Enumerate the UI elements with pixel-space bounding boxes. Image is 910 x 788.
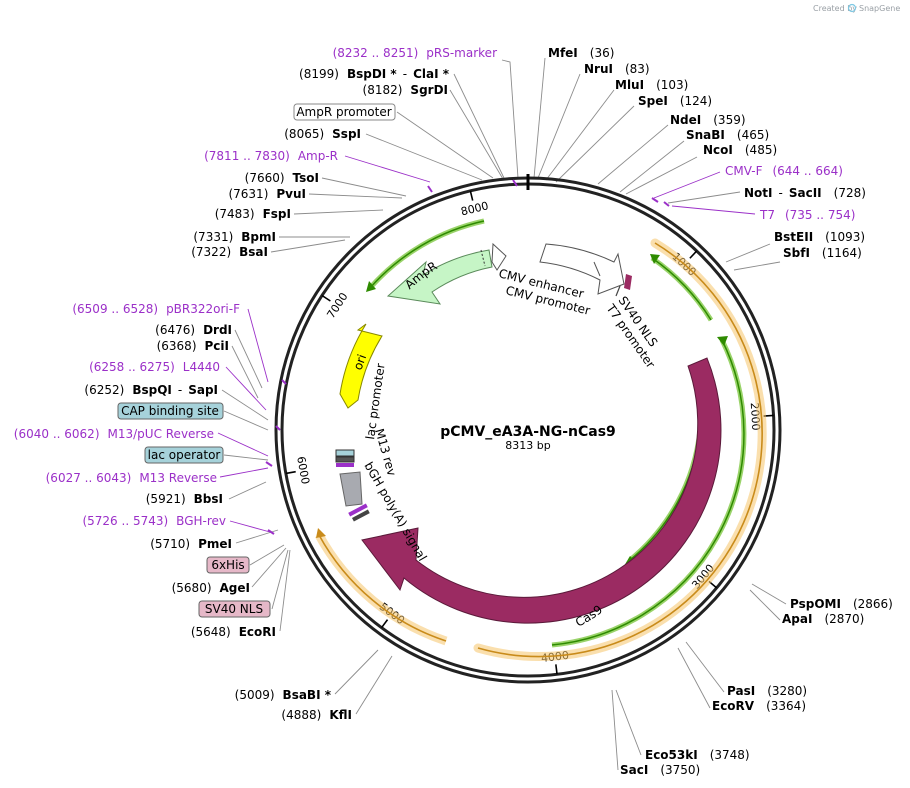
tick-label-7000: 7000 xyxy=(324,290,350,321)
cap-binding-box: CAP binding site xyxy=(117,402,224,420)
lac-operator-feature xyxy=(335,449,355,457)
ori-feature xyxy=(339,323,383,409)
orange-feature-arc-2-line xyxy=(318,534,447,642)
label-leader-lines xyxy=(217,57,787,771)
label-amp-r: (7811 .. 7830)Amp-R xyxy=(204,149,338,163)
label-spei: SpeI(124) xyxy=(638,94,712,108)
tick-label-8000: 8000 xyxy=(460,199,490,218)
label-sgrdi: (8182)SgrDI xyxy=(363,83,448,97)
label-cmvf: CMV-F(644 .. 664) xyxy=(725,164,843,178)
ampr-feature xyxy=(386,249,493,305)
brand-text: SnapGene xyxy=(859,4,900,13)
primer-marks xyxy=(265,179,670,535)
label-noti: NotI-SacII(728) xyxy=(744,186,866,200)
label-pcii: (6368)PciI xyxy=(157,339,229,353)
bgh-rev-feature xyxy=(348,503,368,517)
orange-feature-arc-line xyxy=(477,242,763,658)
label-pvui: (7631)PvuI xyxy=(228,187,306,201)
label-bbsi: (5921)BbsI xyxy=(146,492,223,506)
label-nrui: NruI(83) xyxy=(584,62,650,76)
label-mlui: MluI(103) xyxy=(615,78,688,92)
tick-mark-8000 xyxy=(469,190,474,201)
green-arrowhead-b xyxy=(717,336,728,346)
label-pbr322ori: (6509 .. 6528)pBR322ori-F xyxy=(72,302,240,316)
label-bspqi: (6252)BspQI-SapI xyxy=(84,383,218,397)
label-l4440: (6258 .. 6275)L4440 xyxy=(89,360,220,374)
cas9-feature xyxy=(361,357,722,624)
label-tsoi: (7660)TsoI xyxy=(245,171,319,185)
green-arc-a-line xyxy=(651,257,712,321)
tick-mark-7000 xyxy=(321,294,331,302)
snapgene-logo-icon xyxy=(847,3,857,13)
label-bsai: (7322)BsaI xyxy=(191,245,268,259)
label-bghrev: (5726 .. 5743)BGH-rev xyxy=(82,514,226,528)
left-labels: (8232 .. 8251)pRS-marker (8199)BspDI *-C… xyxy=(14,46,497,722)
ampr-promoter-box: AmpR promoter xyxy=(293,103,396,121)
sv40-nls-feature xyxy=(624,274,632,290)
label-saci: SacI(3750) xyxy=(620,763,700,777)
m13-feature xyxy=(336,463,354,467)
ampr-promoter-feature xyxy=(491,242,507,271)
bgh-feature xyxy=(339,471,363,507)
label-eco53ki: Eco53kI(3748) xyxy=(645,748,750,762)
label-m13puc: (6040 .. 6062)M13/pUC Reverse xyxy=(14,427,214,441)
label-sbfi: SbfI(1164) xyxy=(783,246,862,260)
label-mfei: MfeI(36) xyxy=(548,46,614,60)
label-pmei: (5710)PmeI xyxy=(150,537,232,551)
label-bsabi: (5009)BsaBI * xyxy=(235,688,332,702)
label-pasi: PasI(3280) xyxy=(727,684,807,698)
tick-mark-5000 xyxy=(380,619,389,629)
green-arc-d-line xyxy=(369,220,485,289)
label-bsteii: BstEII(1093) xyxy=(774,230,865,244)
right-labels: MfeI(36) NruI(83) MluI(103) SpeI(124) Nd… xyxy=(548,46,893,777)
label-ecorv: EcoRV(3364) xyxy=(712,699,806,713)
svg-text:SV40 NLS: SV40 NLS xyxy=(205,602,263,616)
label-m13rev: (6027 .. 6043)M13 Reverse xyxy=(46,471,217,485)
svg-text:6xHis: 6xHis xyxy=(211,558,244,572)
credit-text: Created by xyxy=(813,4,857,13)
label-apai: ApaI(2870) xyxy=(782,612,864,626)
green-arrowhead-a xyxy=(650,254,660,264)
label-prs-marker: (8232 .. 8251)pRS-marker xyxy=(333,46,497,60)
tick-mark-1000 xyxy=(689,250,698,259)
tick-mark-6000 xyxy=(285,470,296,475)
tick-mark-4000 xyxy=(555,664,558,675)
cmv-feature xyxy=(539,243,625,295)
credit-logo: Created by SnapGene xyxy=(813,3,900,13)
plasmid-backbone xyxy=(274,174,782,684)
lac-operator-box: lac operator xyxy=(144,446,224,464)
label-ncoi: NcoI(485) xyxy=(703,143,777,157)
label-drdi: (6476)DrdI xyxy=(155,323,232,337)
orange-arrowhead xyxy=(316,528,326,538)
label-fspi: (7483)FspI xyxy=(215,207,291,221)
green-arrowhead-d xyxy=(366,281,376,292)
label-agei: (5680)AgeI xyxy=(172,581,250,595)
his-box: 6xHis xyxy=(206,556,250,574)
ori-label: ori xyxy=(351,352,369,371)
sv40-nls-box: SV40 NLS xyxy=(198,600,271,618)
label-ndei: NdeI(359) xyxy=(670,113,746,127)
lac-promoter-feature xyxy=(335,456,355,463)
label-sspi: (8065)SspI xyxy=(284,127,361,141)
label-ecori: (5648)EcoRI xyxy=(191,625,276,639)
svg-text:lac operator: lac operator xyxy=(148,448,221,462)
t7-promoter-feature xyxy=(615,285,621,297)
svg-text:AmpR promoter: AmpR promoter xyxy=(296,105,391,119)
label-bpmi: (7331)BpmI xyxy=(193,230,276,244)
label-bspdi: (8199)BspDI *-ClaI * xyxy=(299,67,450,81)
tick-label-6000: 6000 xyxy=(294,455,312,485)
label-snabi: SnaBI(465) xyxy=(686,128,769,142)
svg-text:CAP binding site: CAP binding site xyxy=(121,404,219,418)
label-t7: T7(735 .. 754) xyxy=(759,208,855,222)
label-pspomi: PspOMI(2866) xyxy=(790,597,893,611)
label-kfli: (4888)KflI xyxy=(281,708,352,722)
plasmid-size: 8313 bp xyxy=(505,439,550,452)
his-feature xyxy=(351,509,370,522)
plasmid-name: pCMV_eA3A-NG-nCas9 xyxy=(440,424,616,440)
green-arc-b-line xyxy=(551,339,745,646)
